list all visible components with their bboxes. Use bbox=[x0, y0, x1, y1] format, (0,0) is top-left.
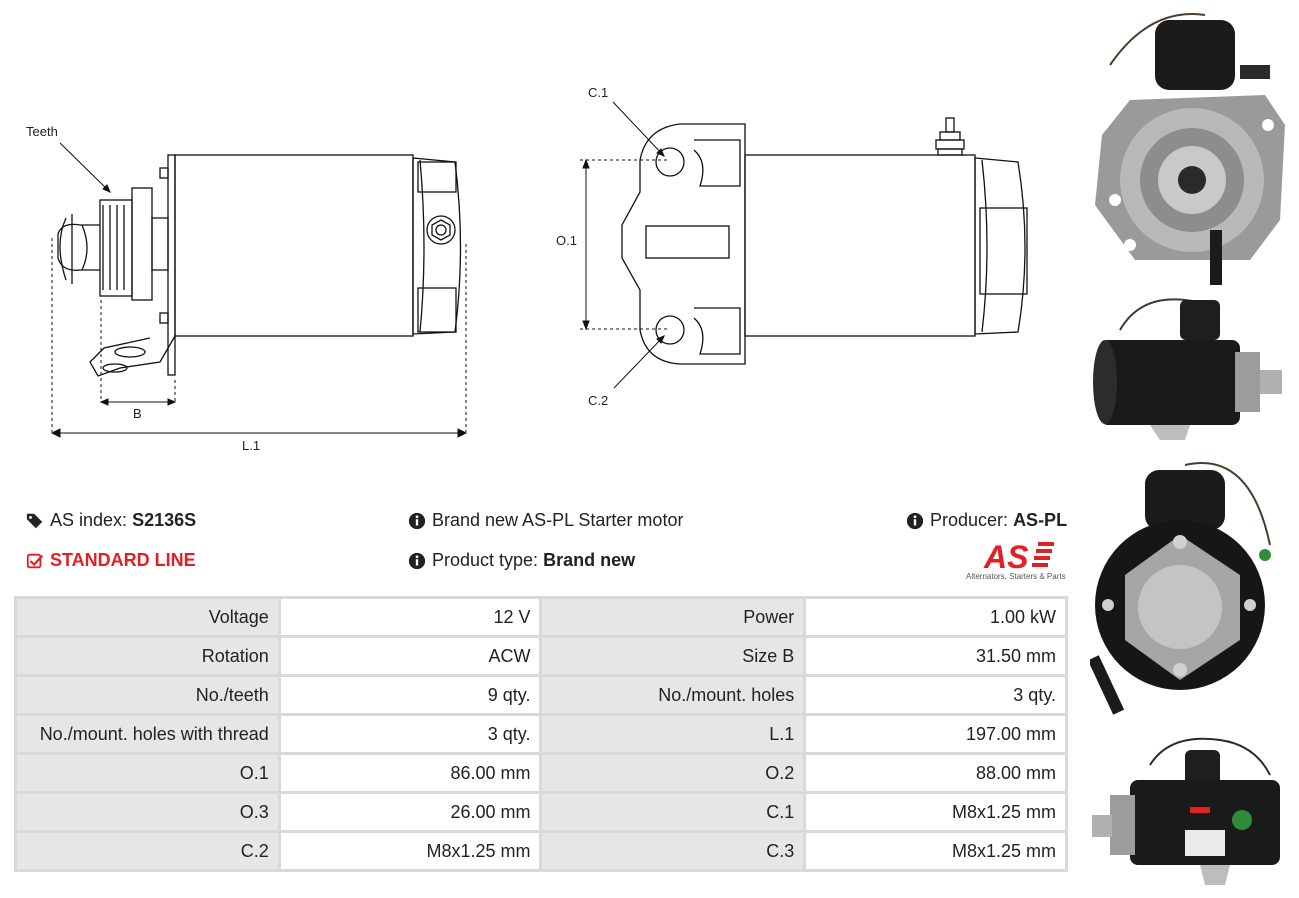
spec-value: 197.00 mm bbox=[806, 716, 1065, 752]
spec-value: 12 V bbox=[280, 599, 540, 635]
product-photo-side bbox=[1093, 298, 1282, 440]
logo-mark: AS bbox=[983, 539, 1054, 575]
product-type-value: Brand new bbox=[543, 550, 636, 570]
as-index-label: AS index: bbox=[50, 510, 128, 530]
spec-value: M8x1.25 mm bbox=[806, 833, 1065, 869]
spec-key: No./mount. holes bbox=[542, 677, 804, 713]
spec-value: ACW bbox=[280, 638, 540, 674]
logo-tagline: Alternators, Starters & Parts bbox=[966, 572, 1066, 581]
spec-key: O.1 bbox=[17, 755, 278, 791]
product-photo-rear bbox=[1090, 461, 1271, 715]
spec-value: 3 qty. bbox=[280, 716, 540, 752]
c1-label: C.1 bbox=[588, 85, 608, 100]
info-icon bbox=[408, 512, 426, 529]
product-type-label: Product type: bbox=[432, 550, 539, 570]
as-pl-logo: AS Alternators, Starters & Parts bbox=[960, 538, 1070, 584]
spec-key: No./mount. holes with thread bbox=[17, 716, 278, 752]
product-type: Product type: Brand new bbox=[408, 550, 635, 571]
producer-value: AS-PL bbox=[1013, 510, 1068, 530]
product-photo-front bbox=[1095, 13, 1285, 285]
spec-key: O.2 bbox=[542, 755, 804, 791]
spec-value: 9 qty. bbox=[280, 677, 540, 713]
spec-key: Rotation bbox=[17, 638, 278, 674]
spec-key: Power bbox=[542, 599, 804, 635]
spec-value: M8x1.25 mm bbox=[280, 833, 540, 869]
product-photo-top bbox=[1092, 737, 1280, 885]
standard-line-label: STANDARD LINE bbox=[50, 550, 196, 570]
spec-value: 3 qty. bbox=[806, 677, 1065, 713]
spec-key: C.1 bbox=[542, 794, 804, 830]
spec-key: Size B bbox=[542, 638, 804, 674]
producer: Producer: AS-PL bbox=[906, 510, 1067, 531]
spec-key: C.3 bbox=[542, 833, 804, 869]
spec-key: O.3 bbox=[17, 794, 278, 830]
spec-value: 86.00 mm bbox=[280, 755, 540, 791]
check-square-icon bbox=[26, 553, 44, 568]
spec-key: Voltage bbox=[17, 599, 278, 635]
spec-key: No./teeth bbox=[17, 677, 278, 713]
tags-icon bbox=[26, 513, 43, 528]
l1-dimension-label: L.1 bbox=[242, 438, 260, 453]
producer-label: Producer: bbox=[930, 510, 1009, 530]
technical-drawing: Teeth B L.1 C.1 C.2 O.1 bbox=[26, 85, 1028, 453]
spec-value: 31.50 mm bbox=[806, 638, 1065, 674]
description-text: Brand new AS-PL Starter motor bbox=[432, 510, 684, 530]
info-icon bbox=[408, 552, 426, 569]
spec-key: L.1 bbox=[542, 716, 804, 752]
spec-value: 88.00 mm bbox=[806, 755, 1065, 791]
product-description: Brand new AS-PL Starter motor bbox=[408, 510, 683, 531]
as-index: AS index: S2136S bbox=[26, 510, 196, 531]
b-dimension-label: B bbox=[133, 406, 142, 421]
spec-value: 26.00 mm bbox=[280, 794, 540, 830]
spec-key: C.2 bbox=[17, 833, 278, 869]
svg-text:AS: AS bbox=[983, 539, 1029, 574]
info-icon bbox=[906, 512, 924, 529]
spec-value: 1.00 kW bbox=[806, 599, 1065, 635]
spec-value: M8x1.25 mm bbox=[806, 794, 1065, 830]
c2-label: C.2 bbox=[588, 393, 608, 408]
standard-line: STANDARD LINE bbox=[26, 550, 196, 571]
teeth-label: Teeth bbox=[26, 124, 58, 139]
as-index-value: S2136S bbox=[132, 510, 197, 530]
o1-dimension-label: O.1 bbox=[556, 233, 577, 248]
